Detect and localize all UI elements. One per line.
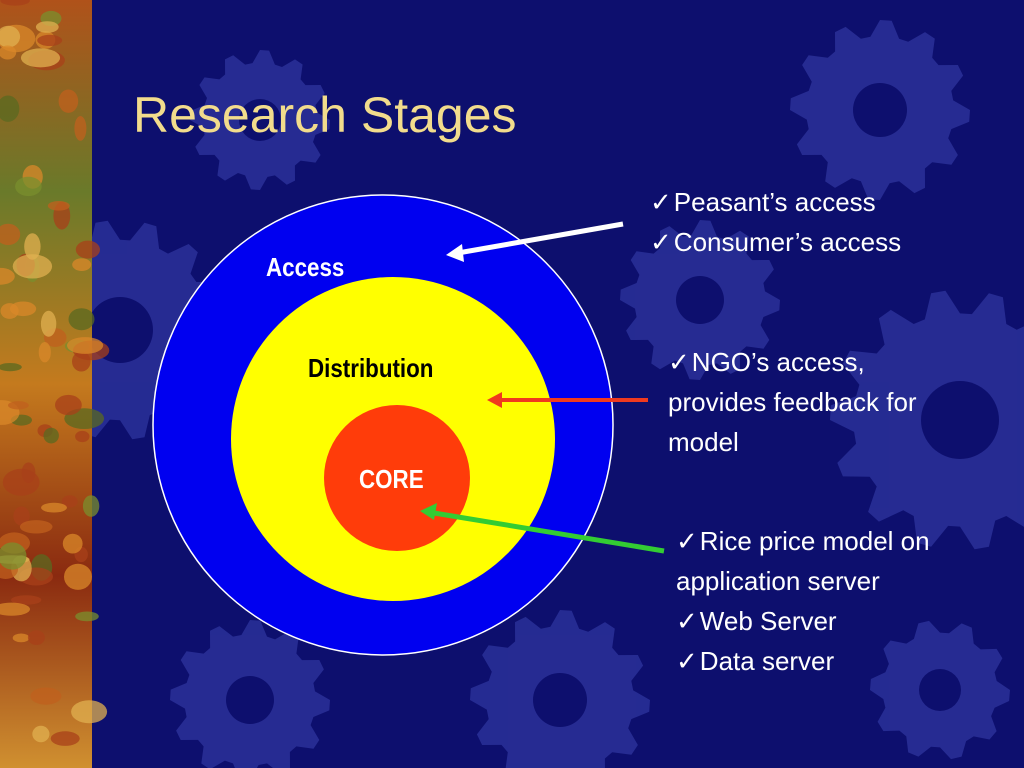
gear-hole — [226, 676, 274, 724]
callout-item: application server — [676, 561, 930, 601]
leaf-icon — [0, 363, 22, 372]
leaf-icon — [61, 495, 78, 508]
leaf-icon — [74, 115, 87, 141]
leaf-icon — [0, 267, 15, 285]
check-mark-icon: ✓ — [668, 347, 690, 377]
leaf-icon — [0, 0, 30, 6]
leaf-icon — [38, 342, 51, 363]
callout-item: ✓Rice price model on — [676, 521, 930, 561]
leaf-icon — [11, 595, 42, 605]
leaf-icon — [0, 25, 21, 48]
leaf-icon — [19, 520, 53, 534]
gear-hole — [921, 381, 999, 459]
core-arrow — [433, 510, 665, 554]
check-mark-icon: ✓ — [650, 227, 672, 257]
access-label: Access — [266, 252, 345, 282]
autumn-leaves-texture — [0, 0, 110, 746]
access-arrow-head — [446, 244, 464, 262]
leaf-icon — [50, 731, 80, 746]
callout-item-text: Rice price model on — [699, 526, 930, 556]
check-mark-icon: ✓ — [676, 646, 698, 676]
access-callout: ✓Peasant’s access ✓Consumer’s access — [650, 182, 901, 262]
leaf-icon — [67, 337, 104, 354]
leaf-icon — [32, 725, 50, 743]
distribution-arrow-head — [487, 392, 502, 408]
leaf-icon — [27, 630, 45, 645]
leaf-icon — [0, 542, 27, 570]
core-callout: ✓Rice price model on application server … — [676, 521, 930, 681]
callout-item-text: model — [668, 427, 739, 457]
leaf-icon — [0, 602, 30, 616]
callout-item-text: provides feedback for — [668, 387, 917, 417]
check-mark-icon: ✓ — [676, 606, 698, 636]
access-arrow — [457, 221, 624, 256]
leaf-icon — [64, 563, 92, 590]
leaf-icon — [21, 462, 36, 484]
leaf-icon — [82, 495, 100, 517]
slide-title: Research Stages — [133, 87, 517, 143]
leaf-icon — [72, 258, 92, 271]
leaf-icon — [47, 201, 70, 211]
leaf-icon — [24, 233, 41, 260]
distribution-callout: ✓NGO’s access, provides feedback for mod… — [668, 342, 917, 462]
callout-item: provides feedback for — [668, 382, 917, 422]
gear-hole — [533, 673, 587, 727]
leaf-icon — [58, 89, 79, 113]
leaf-icon — [75, 240, 100, 259]
distribution-label: Distribution — [308, 353, 434, 383]
callout-item-text: Web Server — [699, 606, 837, 636]
leaf-icon — [71, 700, 108, 724]
callout-item-text: Data server — [699, 646, 835, 676]
callout-item-text: NGO’s access, — [691, 347, 865, 377]
leaf-icon — [62, 533, 83, 554]
leaf-icon — [0, 223, 21, 246]
leaf-icon — [0, 95, 20, 122]
leaf-icon — [35, 21, 59, 33]
gear-hole — [853, 83, 907, 137]
callout-item: model — [668, 422, 917, 462]
gear-hole — [919, 669, 961, 711]
leaf-icon — [68, 308, 95, 331]
leaf-icon — [20, 48, 61, 68]
callout-item: ✓Consumer’s access — [650, 222, 901, 262]
leaf-icon — [12, 254, 53, 279]
leaf-icon — [30, 687, 62, 705]
leaf-icon — [13, 506, 30, 526]
leaf-icon — [40, 310, 57, 337]
callout-item-text: application server — [676, 566, 880, 596]
leaf-icon — [0, 303, 19, 319]
core-label: CORE — [359, 464, 424, 494]
leaf-icon — [8, 401, 29, 410]
leaf-icon — [0, 45, 17, 60]
callout-item-text: Peasant’s access — [673, 187, 876, 217]
leaf-icon — [37, 34, 63, 47]
check-mark-icon: ✓ — [650, 187, 672, 217]
leaf-icon — [55, 394, 82, 416]
callout-item: ✓NGO’s access, — [668, 342, 917, 382]
leaf-icon — [75, 611, 99, 622]
leaf-icon — [43, 427, 59, 444]
gear-hole — [239, 99, 281, 141]
check-mark-icon: ✓ — [676, 526, 698, 556]
leaf-icon — [15, 176, 42, 197]
callout-item: ✓Web Server — [676, 601, 930, 641]
leaf-icon — [12, 633, 30, 643]
callout-item: ✓Peasant’s access — [650, 182, 901, 222]
callout-item-text: Consumer’s access — [673, 227, 902, 257]
leaf-icon — [75, 430, 90, 443]
core-arrow-head — [420, 503, 437, 520]
callout-item: ✓Data server — [676, 641, 930, 681]
leaf-icon — [41, 502, 67, 513]
gear-hole — [676, 276, 724, 324]
